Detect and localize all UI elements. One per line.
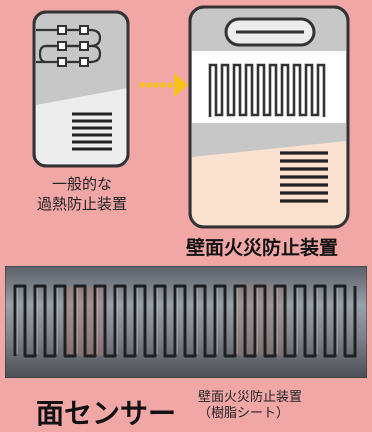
resin-sheet-label: 壁面火災防止装置 （樹脂シート） (198, 390, 303, 421)
arrow-right-icon (139, 73, 188, 97)
resin-sheet-photo (5, 266, 367, 378)
vent-lines-icon (72, 112, 112, 151)
general-device-illustration (32, 10, 130, 168)
wall-device-illustration (188, 5, 350, 229)
heating-wire-pattern (13, 284, 357, 358)
surface-sensor-title: 面センサー (36, 397, 177, 430)
general-device-label: 一般的な 過熱防止装置 (36, 175, 127, 213)
zigzag-sensor-icon (208, 63, 326, 117)
vent-lines-icon (280, 151, 328, 203)
wall-device-label: 壁面火災防止装置 (186, 237, 339, 259)
